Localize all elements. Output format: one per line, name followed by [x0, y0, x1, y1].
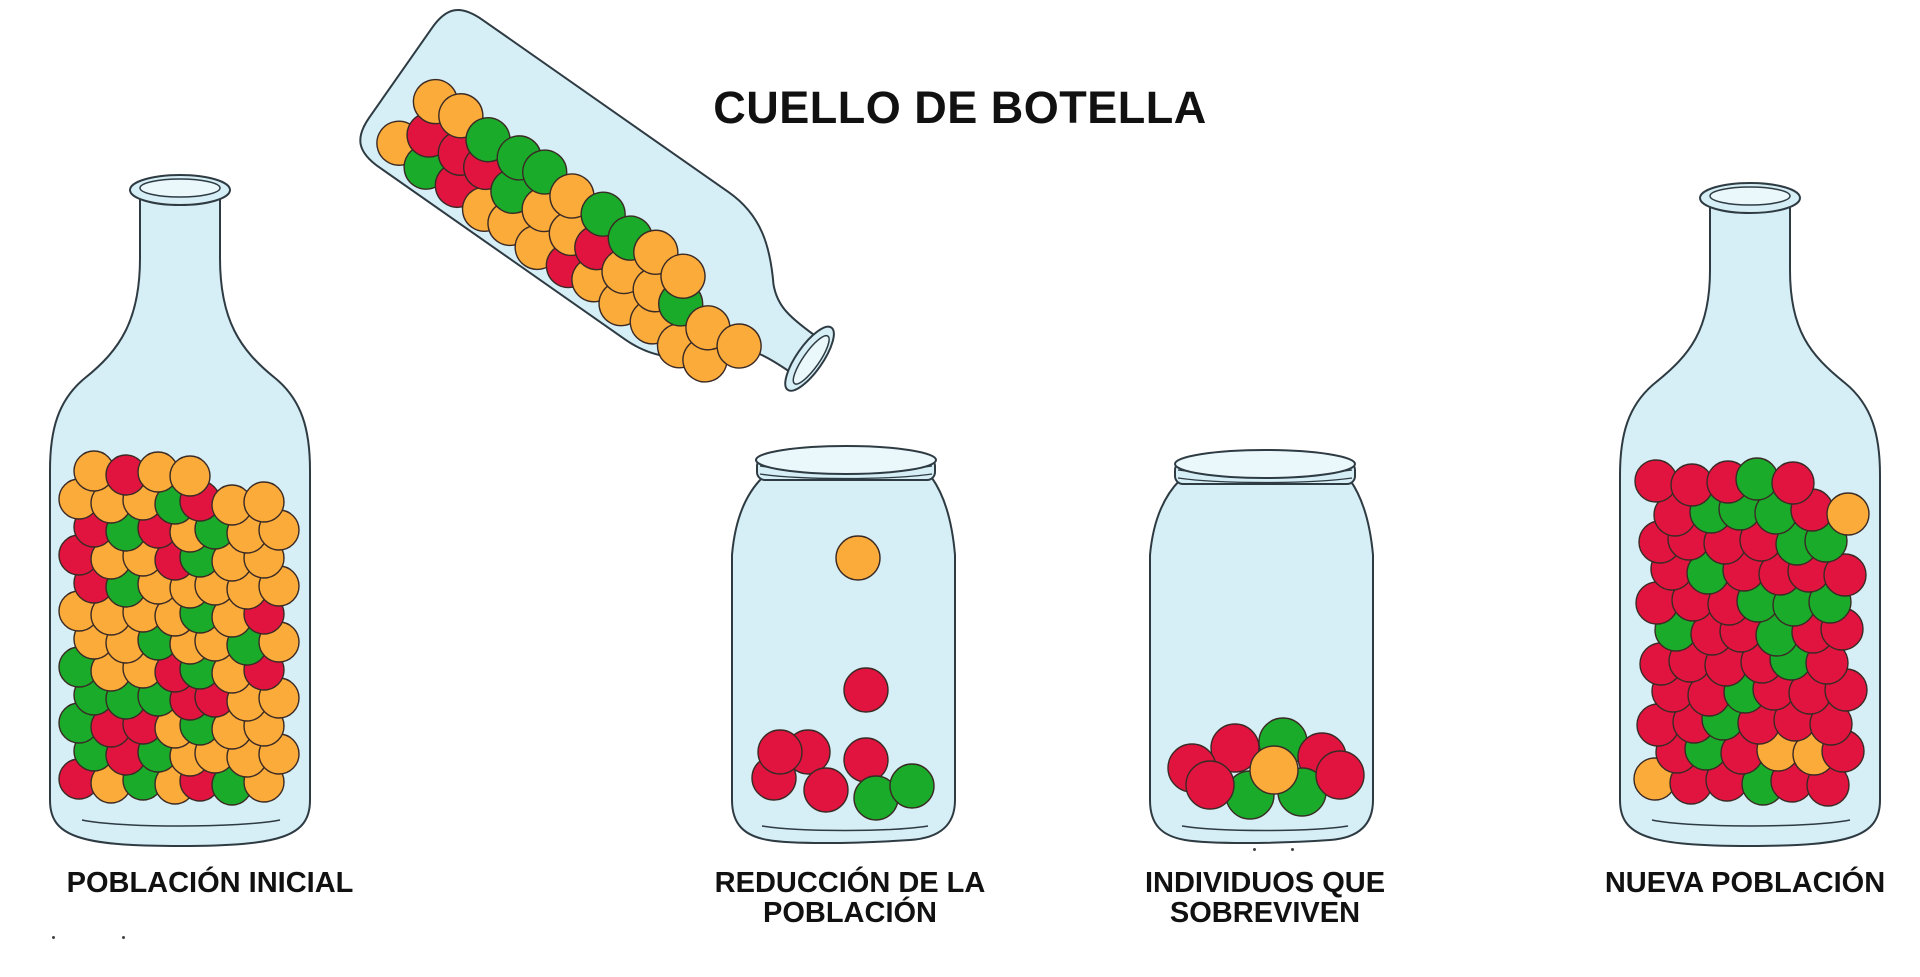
initial-bottle [49, 174, 311, 848]
survivors-jar-base-line [1181, 825, 1349, 832]
caption-survivors: INDIVIDUOS QUE SOBREVIVEN [1100, 868, 1430, 928]
orange-ball [169, 455, 211, 497]
survivors-jar [1149, 449, 1374, 844]
red-ball [843, 737, 889, 783]
caption-reduction-line-2: POBLACIÓN [763, 897, 937, 929]
caption-survivors-line-2: SOBREVIVEN [1169, 897, 1361, 929]
reduction-jar [731, 445, 956, 844]
red-ball [803, 767, 849, 813]
reduction-jar-mouth [755, 445, 937, 475]
initial-bottle-base-line [81, 819, 281, 827]
orange-ball [243, 481, 285, 523]
red-ball [757, 729, 803, 775]
red-ball [843, 667, 889, 713]
caption-new-line: NUEVA POBLACIÓN [1604, 867, 1886, 899]
pouring-bottle [359, 9, 835, 392]
reduction-jar-base-line [761, 825, 929, 832]
red-ball [1823, 553, 1867, 597]
caption-initial-population: POBLACIÓN INICIAL [30, 868, 390, 898]
red-ball [1315, 750, 1365, 800]
stray-dot [122, 936, 125, 939]
stray-dot [52, 936, 55, 939]
red-ball [1210, 723, 1260, 773]
survivors-jar-mouth [1174, 449, 1356, 479]
initial-bottle-balls [58, 450, 300, 806]
pouring-bottle-balls [376, 78, 762, 383]
stray-dot [1291, 848, 1294, 851]
orange-ball [716, 323, 762, 369]
new-bottle-rim-inner [1709, 186, 1791, 206]
caption-initial-line: POBLACIÓN INICIAL [66, 867, 354, 899]
caption-reduction-line-1: REDUCCIÓN DE LA [714, 867, 986, 899]
initial-bottle-rim-inner [139, 178, 221, 198]
orange-ball [660, 253, 706, 299]
red-ball [1185, 760, 1235, 810]
orange-ball [835, 535, 881, 581]
caption-survivors-line-1: INDIVIDUOS QUE [1144, 867, 1386, 899]
green-ball [889, 763, 935, 809]
new-bottle-balls [1633, 457, 1870, 807]
survivors-jar-balls [1167, 717, 1365, 820]
caption-population-reduction: REDUCCIÓN DE LA POBLACIÓN [680, 868, 1020, 928]
diagram-title: CUELLO DE BOTELLA [713, 82, 1207, 133]
new-bottle-base-line [1651, 819, 1851, 827]
pouring-bottle-rim-inner [792, 334, 830, 385]
caption-new-population: NUEVA POBLACIÓN [1580, 868, 1910, 898]
orange-ball [1826, 492, 1870, 536]
reduction-jar-balls [751, 535, 935, 821]
orange-ball [1249, 745, 1299, 795]
stray-dot [1253, 848, 1256, 851]
new-bottle [1619, 182, 1881, 848]
red-ball [1771, 461, 1815, 505]
